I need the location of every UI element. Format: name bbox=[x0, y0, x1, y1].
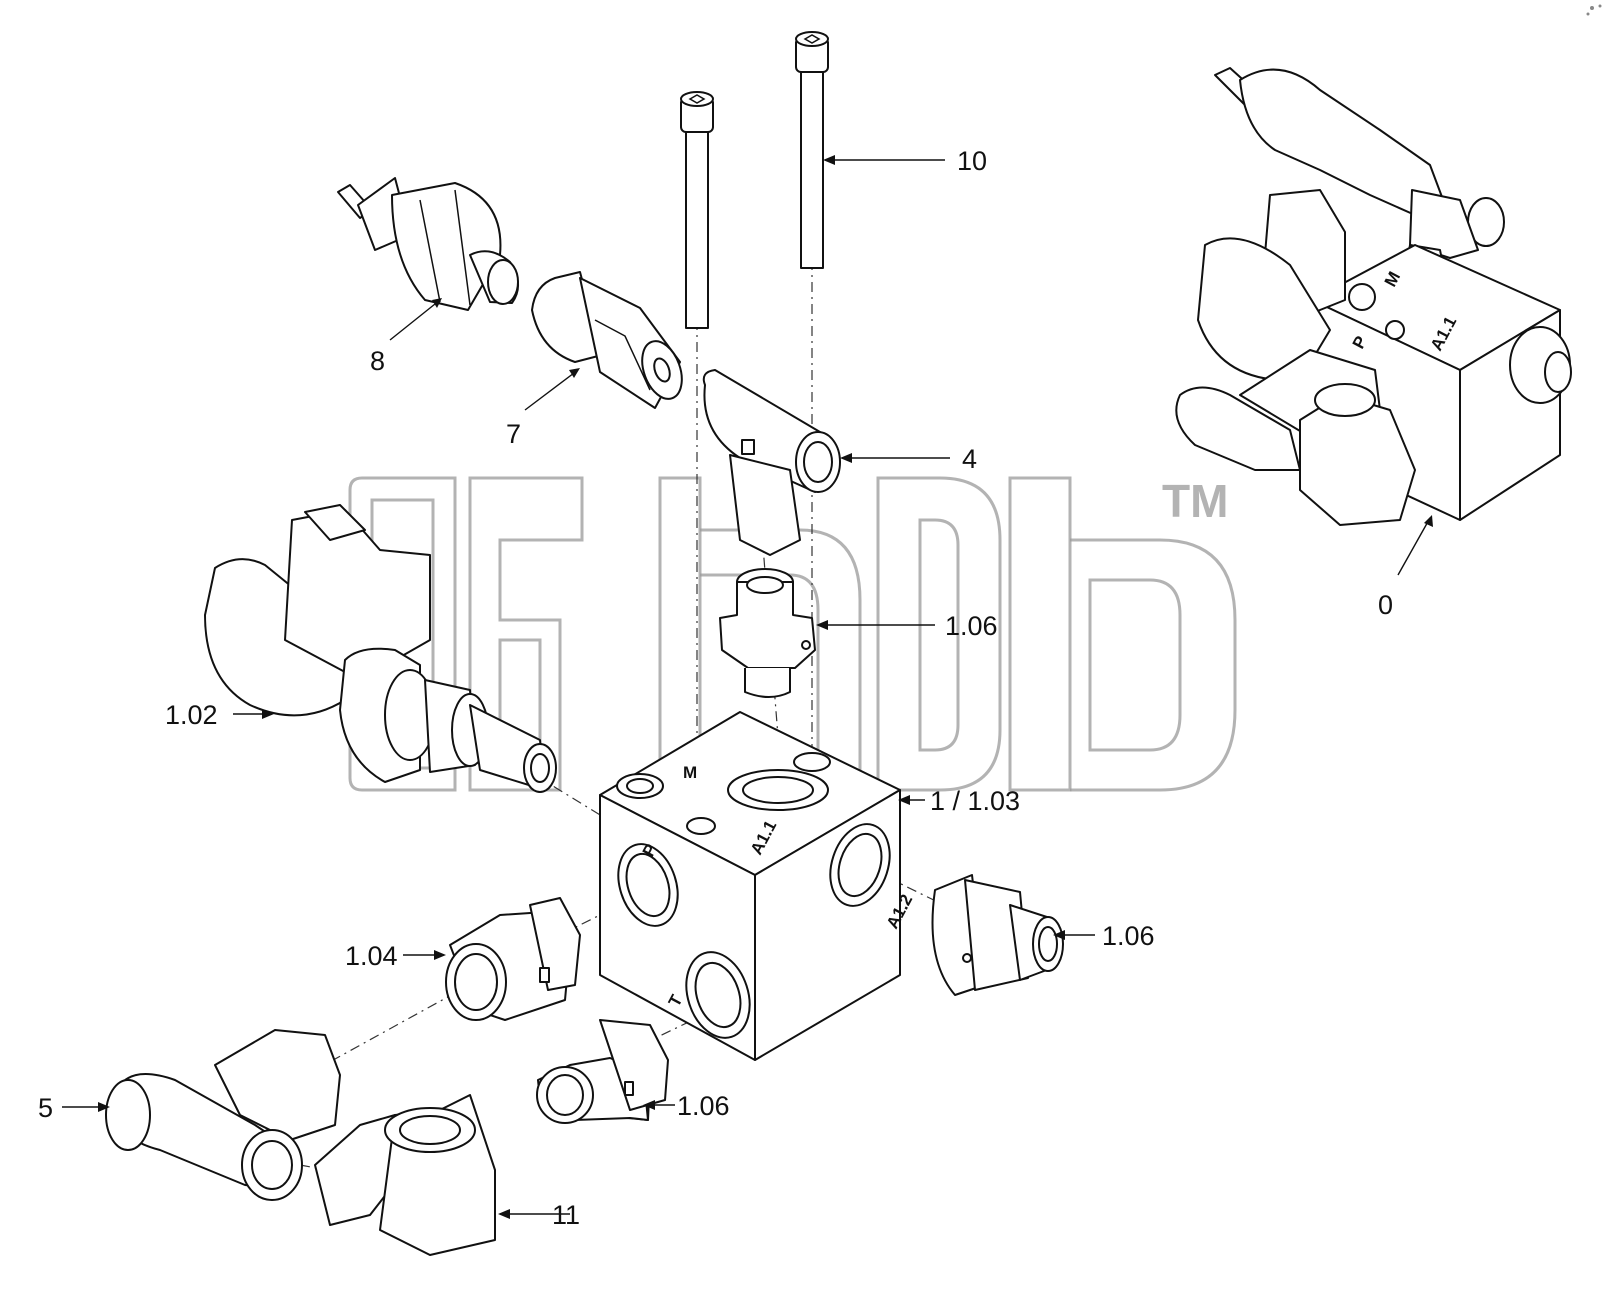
callout-fitting-top: 1.06 bbox=[945, 611, 998, 641]
callout-elbow-nut: 11 bbox=[552, 1200, 580, 1230]
leader-lines bbox=[62, 155, 1433, 1219]
assembly-inset: P A1.1 M bbox=[1175, 67, 1572, 526]
fitting-top bbox=[719, 568, 816, 698]
callout-fitting-left: 1.04 bbox=[345, 941, 398, 971]
elbow-fitting bbox=[105, 1029, 341, 1201]
port-m-label: M bbox=[683, 763, 697, 782]
callout-solenoid-valve: 1.02 bbox=[165, 700, 218, 730]
elbow-nut bbox=[314, 1094, 496, 1256]
valve-block: M A1.1 P A1.2 T bbox=[599, 711, 916, 1061]
callout-adapter: 7 bbox=[506, 419, 521, 449]
fitting-right bbox=[931, 874, 1064, 996]
watermark-tm: TM bbox=[1162, 475, 1228, 527]
callout-assembly: 0 bbox=[1378, 590, 1393, 620]
callout-fitting-bottom: 1.06 bbox=[677, 1091, 730, 1121]
solenoid-valve bbox=[204, 504, 557, 793]
callout-labels: 10 8 7 4 0 1.02 1.06 1 / 1.03 1.06 1.04 … bbox=[38, 146, 1393, 1230]
corner-mark bbox=[1586, 4, 1602, 16]
pressure-switch bbox=[337, 177, 519, 311]
fitting-left bbox=[445, 897, 581, 1021]
callout-bolt: 10 bbox=[957, 146, 987, 176]
tee-fitting bbox=[702, 369, 841, 556]
callout-tee: 4 bbox=[962, 444, 977, 474]
callout-block: 1 / 1.03 bbox=[930, 786, 1020, 816]
socket-bolt-short bbox=[680, 91, 714, 329]
fitting-bottom bbox=[536, 1019, 669, 1124]
callout-elbow-fitting: 5 bbox=[38, 1093, 53, 1123]
callout-fitting-right: 1.06 bbox=[1102, 921, 1155, 951]
socket-bolt-long bbox=[795, 31, 829, 269]
straight-adapter bbox=[531, 271, 683, 409]
callout-pressure-switch: 8 bbox=[370, 346, 385, 376]
